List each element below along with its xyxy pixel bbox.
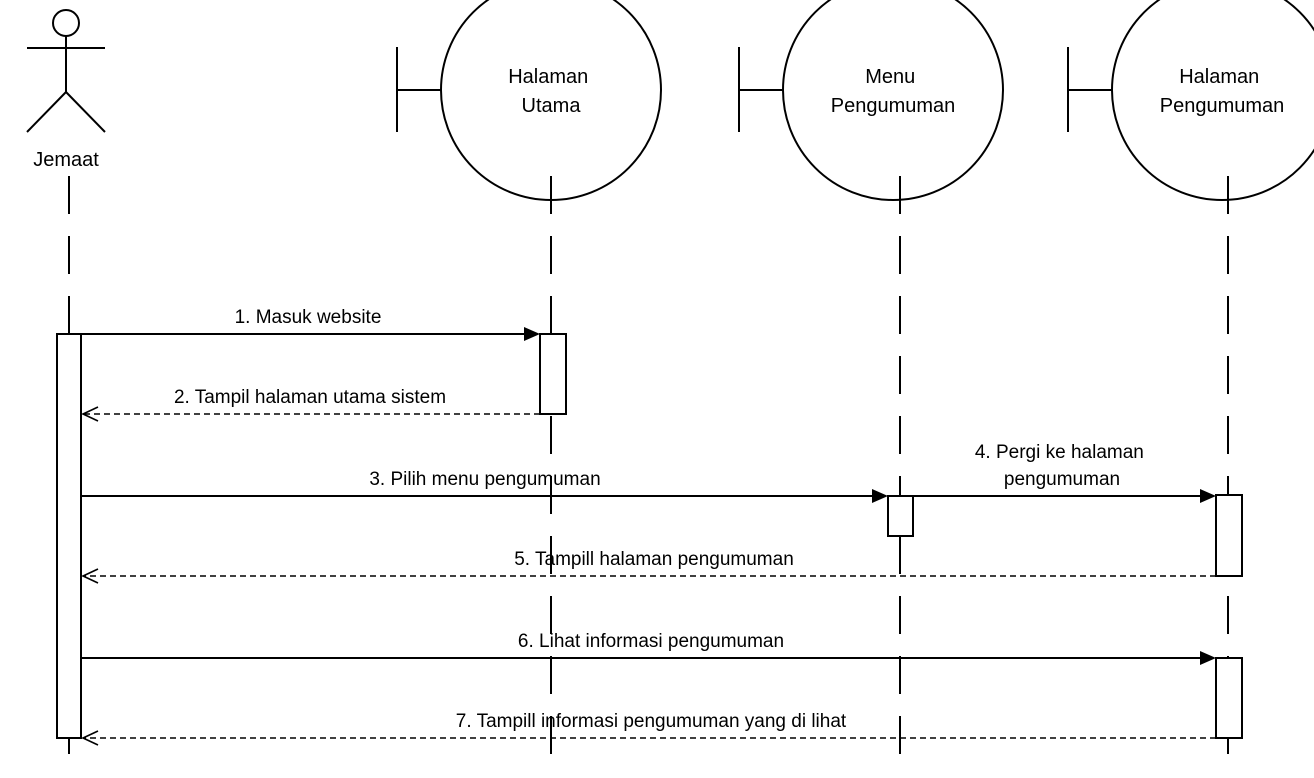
arrow-head-icon xyxy=(872,489,888,503)
actor-left-leg xyxy=(26,91,67,133)
message-label-line: pengumuman xyxy=(1004,469,1120,490)
message-label: 6. Lihat informasi pengumuman xyxy=(518,631,784,652)
participant-label: Halaman Utama xyxy=(508,66,594,117)
participant-label: Halaman Pengumuman xyxy=(1160,66,1285,117)
participant-halaman-utama: Halaman Utama xyxy=(396,0,662,201)
message-3: 3. Pilih menu pengumuman xyxy=(81,469,888,503)
message-label: 3. Pilih menu pengumuman xyxy=(369,469,600,490)
participant-label-line: Pengumuman xyxy=(1160,95,1285,117)
message-2: 2. Tampil halaman utama sistem xyxy=(81,387,540,422)
participant-label-line: Halaman xyxy=(508,66,588,88)
message-4: 4. Pergi ke halaman pengumuman xyxy=(913,442,1216,503)
message-5: 5. Tampill halaman pengumuman xyxy=(81,549,1216,584)
activation-halaman-utama xyxy=(539,333,567,415)
arrow-head-icon xyxy=(1200,489,1216,503)
participant-label: Jemaat xyxy=(33,149,99,171)
message-6: 6. Lihat informasi pengumuman xyxy=(81,631,1216,665)
participant-label-line: Menu xyxy=(865,66,915,88)
actor-right-leg xyxy=(65,91,106,133)
message-7: 7. Tampill informasi pengumuman yang di … xyxy=(81,711,1216,746)
activation-jemaat xyxy=(56,333,82,739)
message-label: 1. Masuk website xyxy=(235,307,382,328)
boundary-circle xyxy=(782,0,1004,201)
message-label-line: 4. Pergi ke halaman xyxy=(975,442,1144,463)
participant-label-line: Halaman xyxy=(1179,66,1259,88)
participant-label-line: Pengumuman xyxy=(831,95,956,117)
open-arrow-head-icon xyxy=(81,568,99,584)
participant-menu-pengumuman: Menu Pengumuman xyxy=(738,0,1004,201)
boundary-circle xyxy=(1111,0,1314,201)
arrow-head-icon xyxy=(1200,651,1216,665)
arrow-head-icon xyxy=(524,327,540,341)
message-label: 2. Tampil halaman utama sistem xyxy=(174,387,446,408)
activation-halaman-pengumuman-1 xyxy=(1215,494,1243,577)
actor-head xyxy=(52,9,80,37)
participant-halaman-pengumuman: Halaman Pengumuman xyxy=(1067,0,1314,201)
message-label: 7. Tampill informasi pengumuman yang di … xyxy=(456,711,847,732)
activation-menu-pengumuman xyxy=(887,495,914,537)
open-arrow-head-icon xyxy=(81,730,99,746)
message-label: 4. Pergi ke halaman pengumuman xyxy=(975,442,1149,490)
activation-halaman-pengumuman-2 xyxy=(1215,657,1243,739)
message-label: 5. Tampill halaman pengumuman xyxy=(514,549,794,570)
participant-jemaat: Jemaat xyxy=(26,9,106,171)
participant-label: Menu Pengumuman xyxy=(831,66,956,117)
message-1: 1. Masuk website xyxy=(81,307,540,341)
participant-label-line: Utama xyxy=(522,95,582,117)
open-arrow-head-icon xyxy=(81,406,99,422)
